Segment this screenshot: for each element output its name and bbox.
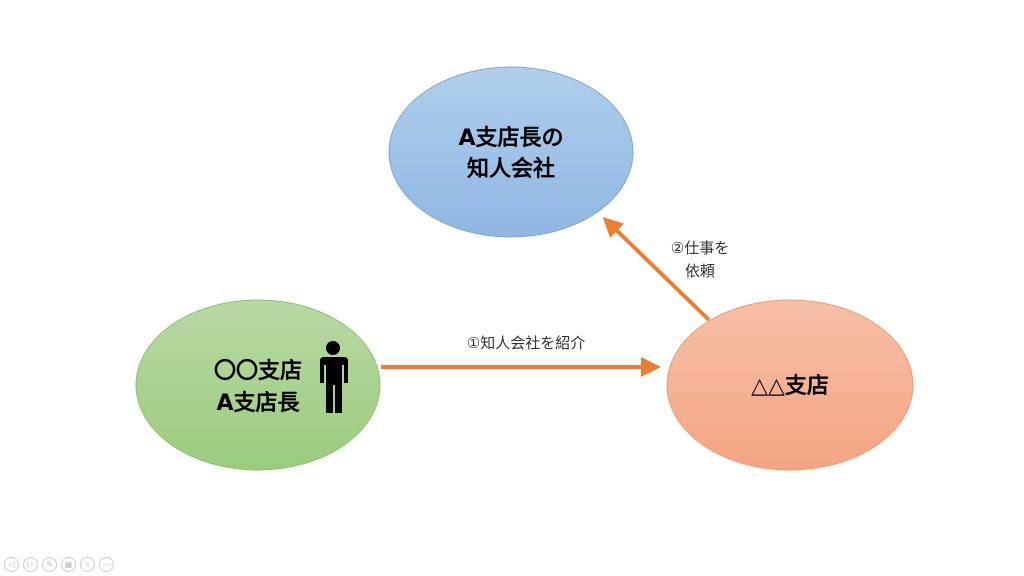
node-label-line1: A支店長の <box>458 126 563 151</box>
previous-slide-icon[interactable]: ◁ <box>4 557 19 572</box>
next-slide-icon[interactable]: ▷ <box>23 557 38 572</box>
more-options-icon[interactable]: ⋯ <box>99 557 114 572</box>
slides-grid-icon[interactable]: ▦ <box>61 557 76 572</box>
arrow-label-introduce: ①知人会社を紹介 <box>467 334 585 352</box>
pen-icon[interactable]: ✎ <box>42 557 57 572</box>
arrow-request: ②仕事を 依頼 <box>602 216 729 322</box>
node-label-line1: 〇〇支店 <box>214 359 302 384</box>
person-icon <box>320 341 348 413</box>
arrow-label-request-line1: ②仕事を <box>671 239 729 257</box>
arrow-label-request-line2: 依頼 <box>685 262 715 280</box>
node-label-line2: 知人会社 <box>467 156 555 182</box>
slideshow-controls: ◁ ▷ ✎ ▦ ⌕ ⋯ <box>4 557 114 572</box>
node-acquaintance-company[interactable]: A支店長の 知人会社 <box>388 66 634 238</box>
zoom-icon[interactable]: ⌕ <box>80 557 95 572</box>
node-label: △△支店 <box>751 374 829 399</box>
node-branch-triangle[interactable]: △△支店 <box>666 299 914 471</box>
node-label-line2: A支店長 <box>216 391 300 416</box>
arrow-introduce: ①知人会社を紹介 <box>381 334 661 377</box>
node-branch-oo[interactable]: 〇〇支店 A支店長 <box>135 299 381 471</box>
